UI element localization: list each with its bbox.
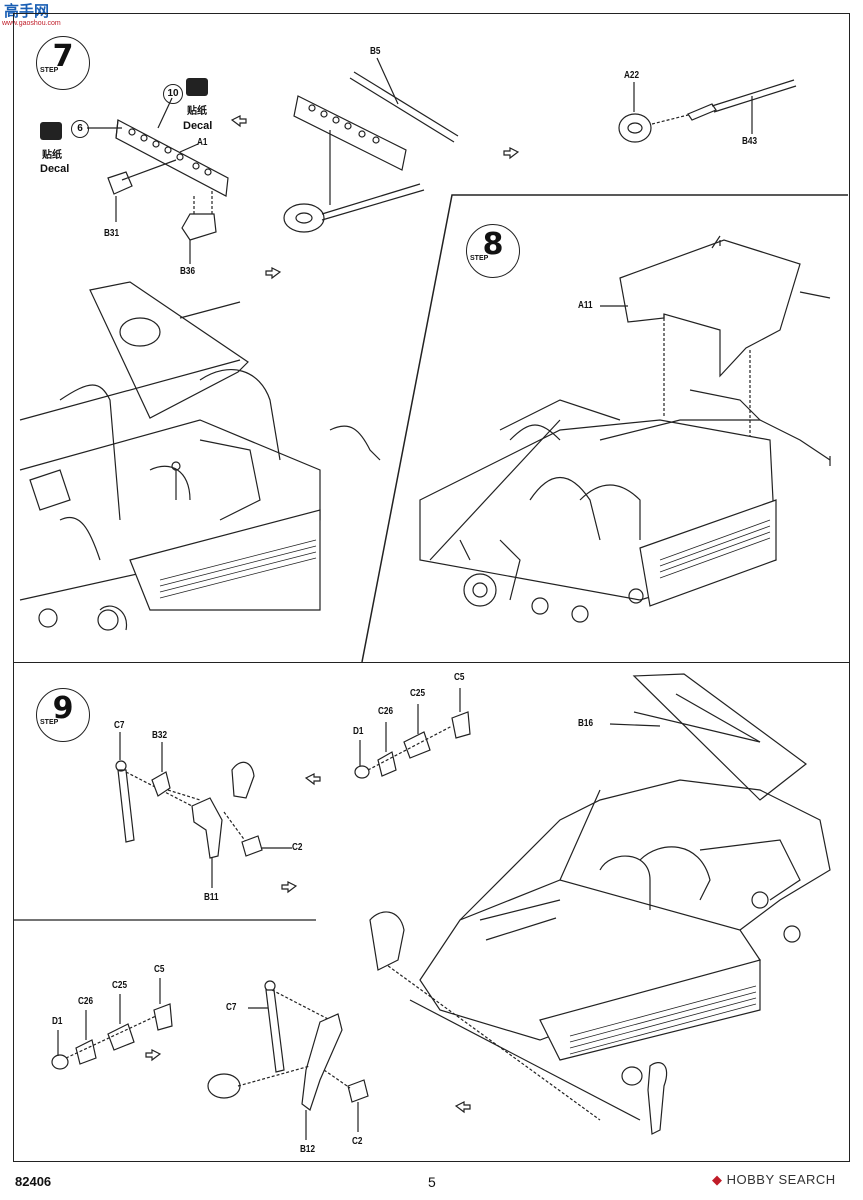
step-8-badge: 8 STEP [466,224,520,278]
source-icon: ◆ [712,1172,723,1187]
watermark-logo: 高手网 www.gaoshou.com [0,0,80,34]
label-a11: A11 [578,300,593,311]
decal-cn: 贴纸 [187,106,207,117]
label-b11: B11 [204,892,219,903]
step-word: STEP [40,719,59,726]
source-watermark: ◆ HOBBY SEARCH [712,1172,836,1188]
label-d1: D1 [353,726,364,737]
label-c26: C26 [78,996,94,1007]
callout-10: 10 [163,84,183,104]
label-c26: C26 [378,706,394,717]
decal-icon [186,78,208,96]
step-number: 9 [52,691,74,726]
label-b31: B31 [104,228,120,239]
label-b43: B43 [742,136,758,147]
gauge-holes [128,128,212,176]
label-b5: B5 [370,46,381,57]
step-number: 7 [52,39,74,74]
step-number: 8 [482,227,504,262]
decal-icon [40,122,62,140]
step-word: STEP [40,67,59,74]
label-b36: B36 [180,266,196,277]
label-a22: A22 [624,70,640,81]
label-c7: C7 [114,720,125,731]
label-c25: C25 [112,980,128,991]
step-word: STEP [470,255,489,262]
source-text: HOBBY SEARCH [726,1172,836,1187]
decal-en: Decal [183,120,213,132]
label-c25: C25 [410,688,426,699]
watermark-url: www.gaoshou.com [2,20,61,27]
label-c2: C2 [352,1136,363,1147]
decal-en: Decal [40,163,70,175]
label-c2: C2 [292,842,303,853]
label-c5: C5 [454,672,465,683]
watermark-brand: 高手网 [4,2,50,20]
page-number: 5 [428,1174,436,1190]
kit-number: 82406 [15,1174,52,1189]
label-c7: C7 [226,1002,237,1013]
label-c5: C5 [154,964,165,975]
label-d1: D1 [52,1016,63,1027]
callout-6: 6 [71,120,89,138]
decal-cn: 贴纸 [42,150,62,161]
label-b32: B32 [152,730,168,741]
label-b12: B12 [300,1144,316,1155]
step-7-badge: 7 STEP [36,36,90,90]
label-a1: A1 [197,137,208,148]
step-9-panel [13,662,850,1162]
label-b16: B16 [578,718,594,729]
step-9-badge: 9 STEP [36,688,90,742]
